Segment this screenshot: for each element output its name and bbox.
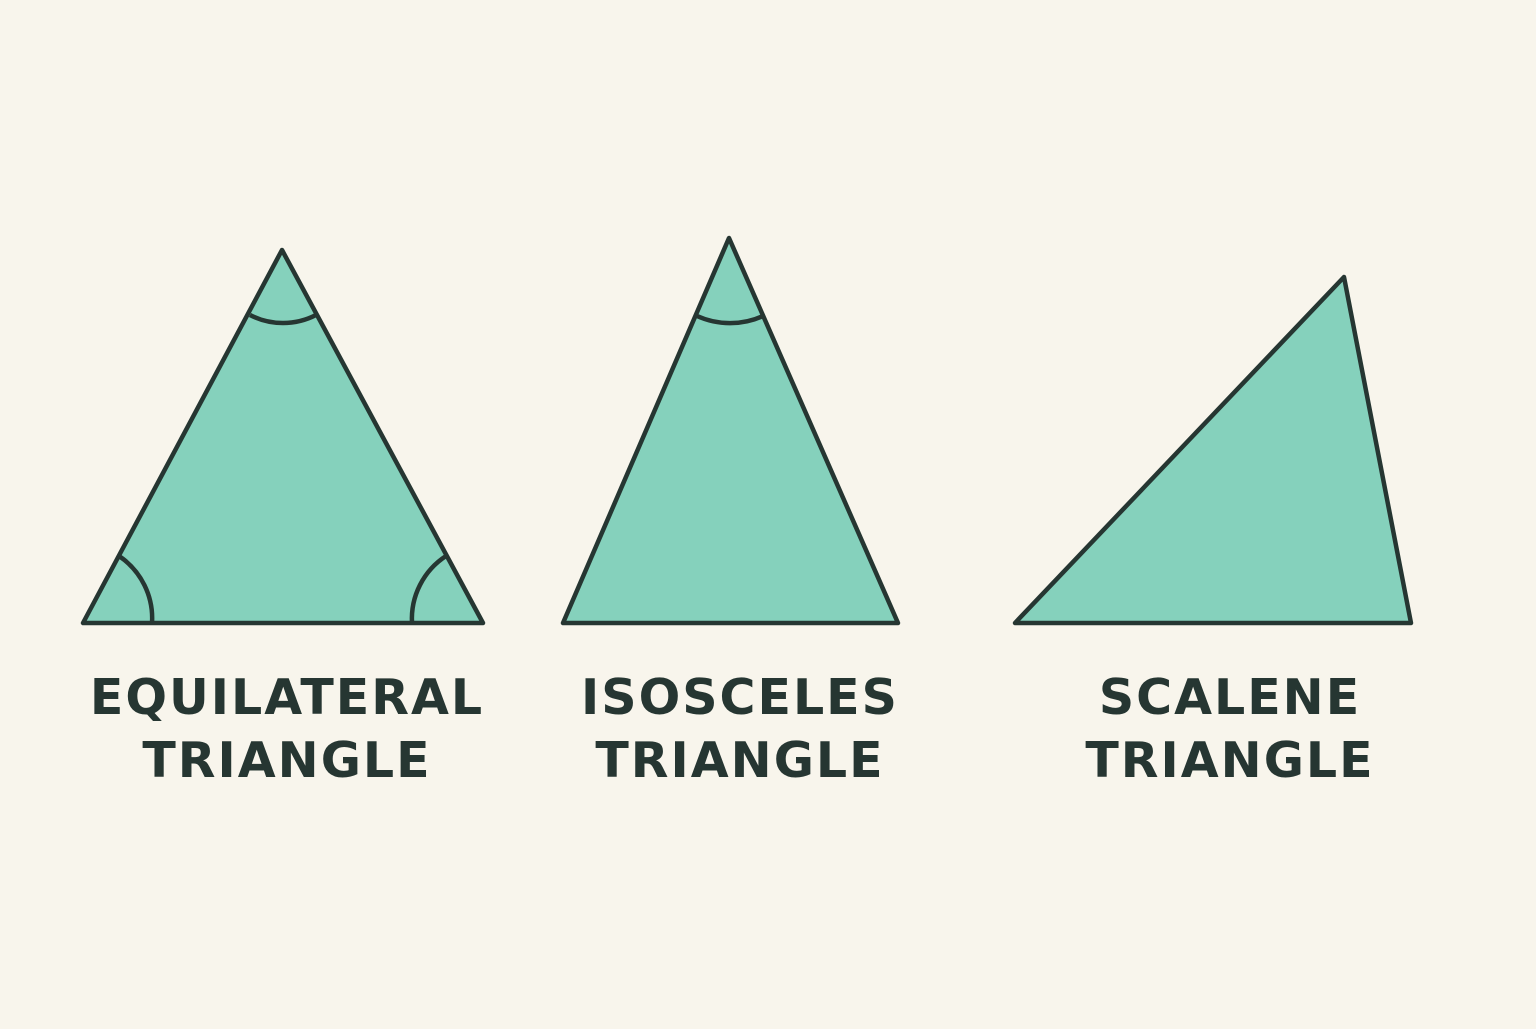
scalene-label-line2: TRIANGLE (1085, 732, 1375, 789)
equilateral-top-angle-arc (248, 312, 318, 326)
scalene-label: SCALENE TRIANGLE (1025, 666, 1435, 792)
isosceles-shape (560, 235, 901, 626)
scalene-shape (1012, 274, 1414, 626)
equilateral-left-angle-arc (117, 554, 155, 624)
isosceles-triangle (560, 235, 901, 626)
equilateral-triangle (80, 247, 486, 626)
equilateral-label-line1: EQUILATERAL (89, 669, 485, 726)
isosceles-label-line2: TRIANGLE (595, 732, 885, 789)
isosceles-top-angle-arc (696, 313, 764, 326)
equilateral-label-line2: TRIANGLE (142, 732, 432, 789)
equilateral-shape (80, 247, 486, 626)
scalene-triangle (1012, 274, 1414, 626)
isosceles-label: ISOSCELES TRIANGLE (535, 666, 945, 792)
scalene-label-line1: SCALENE (1098, 669, 1362, 726)
equilateral-right-angle-arc (409, 554, 448, 624)
isosceles-label-line1: ISOSCELES (581, 669, 899, 726)
equilateral-label: EQUILATERAL TRIANGLE (82, 666, 492, 792)
